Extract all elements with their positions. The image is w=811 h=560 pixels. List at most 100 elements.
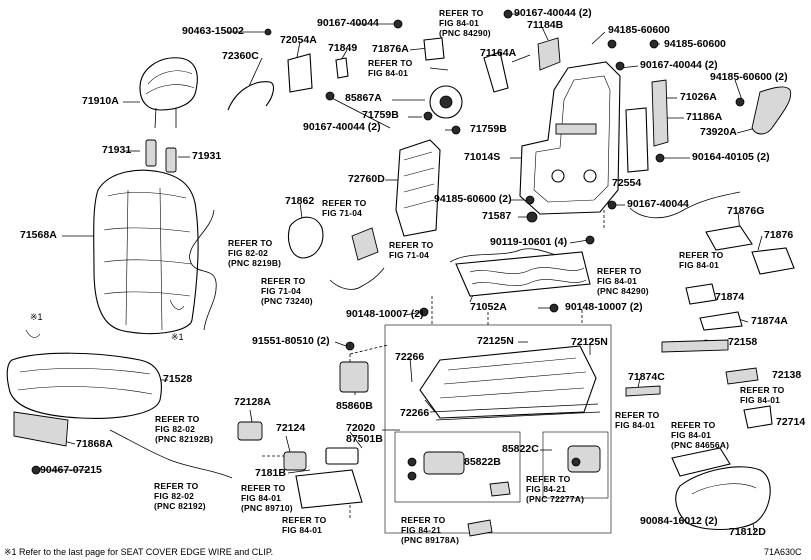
part-label-91551-80510-2: 91551-80510 (2) bbox=[252, 335, 330, 347]
part-label-72266-b: 72266 bbox=[400, 407, 430, 419]
part-label-72158: 72158 bbox=[728, 336, 758, 348]
part-label-87501b: 87501B bbox=[346, 433, 383, 445]
part-label-72020: 72020 bbox=[346, 422, 376, 434]
refer-to-fig-71-04-b[interactable]: REFER TO FIG 71-04 bbox=[389, 240, 434, 260]
part-label-72360c: 72360C bbox=[222, 50, 259, 62]
part-label-72760d: 72760D bbox=[348, 173, 385, 185]
part-label-90167-40044-2c: 90167-40044 (2) bbox=[303, 121, 381, 133]
part-label-90084-16012-2: 90084-16012 (2) bbox=[640, 515, 718, 527]
upper-bracket bbox=[537, 37, 561, 71]
part-label-71184b: 71184B bbox=[527, 19, 564, 31]
side-frame-trim bbox=[483, 51, 509, 93]
part-label-72125n-b: 72125N bbox=[571, 336, 608, 348]
headrest-guides bbox=[145, 139, 177, 173]
footer-note: ※1 Refer to the last page for SEAT COVER… bbox=[4, 547, 274, 557]
diagram-code: 71A630C bbox=[764, 547, 802, 557]
part-label-90463-15002: 90463-15002 bbox=[182, 25, 244, 37]
side-panel bbox=[625, 107, 649, 173]
part-label-71568a: 71568A bbox=[20, 229, 57, 241]
seat-cushion-cover bbox=[6, 352, 162, 447]
lifter-motor bbox=[567, 445, 601, 473]
part-label-71931-a: 71931 bbox=[102, 144, 132, 156]
part-label-71759b-a: 71759B bbox=[362, 109, 399, 121]
refer-to-fig-82-02-pnc-8219b[interactable]: REFER TO FIG 82-02 (PNC 8219B) bbox=[228, 238, 282, 268]
refer-to-fig-84-01-c[interactable]: REFER TO FIG 84-01 bbox=[740, 385, 785, 405]
refer-to-fig-84-21-pnc-89178a[interactable]: REFER TO FIG 84-21 (PNC 89178A) bbox=[401, 515, 460, 545]
refer-to-fig-84-01-pnc-89710[interactable]: REFER TO FIG 84-01 (PNC 89710) bbox=[241, 483, 293, 513]
part-label-71874c: 71874C bbox=[628, 371, 665, 383]
part-label-90167-40044-2a: 90167-40044 (2) bbox=[514, 7, 592, 19]
headrest bbox=[139, 57, 198, 129]
slide-motor bbox=[407, 451, 465, 481]
refer-to-fig-84-21-pnc-72277a[interactable]: REFER TO FIG 84-21 (PNC 72277A) bbox=[526, 474, 585, 504]
lumbar-support bbox=[395, 85, 463, 237]
part-label-94185-60600-2: 94185-60600 (2) bbox=[710, 71, 788, 83]
seat-spring-assembly bbox=[455, 251, 591, 297]
part-label-72554: 72554 bbox=[612, 177, 642, 189]
part-label-90467-07215: 90467-07215 bbox=[40, 464, 102, 476]
part-label-94185-60600-b: 94185-60600 bbox=[664, 38, 726, 50]
refer-to-fig-82-02-pnc-82192[interactable]: REFER TO FIG 82-02 (PNC 82192) bbox=[154, 481, 206, 511]
belt-guide bbox=[751, 86, 792, 135]
part-label-72124: 72124 bbox=[276, 422, 306, 434]
refer-to-fig-71-04-a[interactable]: REFER TO FIG 71-04 bbox=[322, 198, 367, 218]
part-label-85822c: 85822C bbox=[502, 443, 539, 455]
part-label-71868a: 71868A bbox=[76, 438, 113, 450]
part-label-85822b: 85822B bbox=[464, 456, 501, 468]
part-label-71759b-b: 71759B bbox=[470, 123, 507, 135]
part-label-71587: 71587 bbox=[482, 210, 512, 222]
part-label-7181b: 7181B bbox=[255, 467, 286, 479]
refer-to-fig-84-01-a[interactable]: REFER TO FIG 84-01 bbox=[368, 58, 413, 78]
bezel bbox=[423, 37, 445, 61]
refer-to-fig-84-01-pnc-84656a[interactable]: REFER TO FIG 84-01 (PNC 84656A) bbox=[671, 420, 730, 450]
part-label-71026a: 71026A bbox=[680, 91, 717, 103]
clip-marker-2: ※1 bbox=[171, 332, 184, 342]
part-label-71874a: 71874A bbox=[751, 315, 788, 327]
seatback-frame bbox=[519, 61, 621, 215]
clip-hook-2 bbox=[25, 329, 41, 338]
side-airbag bbox=[651, 79, 669, 147]
refer-to-fig-84-01-e[interactable]: REFER TO FIG 84-01 bbox=[282, 515, 327, 535]
part-label-71876: 71876 bbox=[764, 229, 794, 241]
refer-to-fig-84-01-pnc-84290-b[interactable]: REFER TO FIG 84-01 (PNC 84290) bbox=[597, 266, 649, 296]
part-label-90119-10601-4: 90119-10601 (4) bbox=[490, 236, 568, 248]
refer-to-fig-82-02-pnc-82192b[interactable]: REFER TO FIG 82-02 (PNC 82192B) bbox=[155, 414, 214, 444]
right-brackets bbox=[625, 225, 795, 477]
refer-to-fig-71-04-pnc-73240[interactable]: REFER TO FIG 71-04 (PNC 73240) bbox=[261, 276, 313, 306]
part-label-72054a: 72054A bbox=[280, 34, 317, 46]
part-label-71849: 71849 bbox=[328, 42, 358, 54]
switch-knob bbox=[351, 227, 379, 261]
part-label-71014s: 71014S bbox=[464, 151, 501, 163]
hinge-plate bbox=[287, 53, 313, 93]
refer-to-fig-84-01-pnc-84290[interactable]: REFER TO FIG 84-01 (PNC 84290) bbox=[439, 8, 491, 38]
refer-to-fig-84-01-d[interactable]: REFER TO FIG 84-01 bbox=[615, 410, 660, 430]
part-label-90167-40044-a: 90167-40044 bbox=[317, 17, 379, 29]
clip-hook-1 bbox=[169, 299, 185, 310]
part-label-73920a: 73920A bbox=[700, 126, 737, 138]
small-clip bbox=[335, 57, 349, 79]
part-label-71164a: 71164A bbox=[480, 47, 517, 59]
lower-harness-parts bbox=[237, 361, 511, 537]
motor-subassembly-box bbox=[394, 431, 521, 503]
seat-side-shield-detail bbox=[691, 483, 757, 495]
part-label-71931-b: 71931 bbox=[192, 150, 222, 162]
part-label-71910a: 71910A bbox=[82, 95, 119, 107]
part-label-71052a: 71052A bbox=[470, 301, 507, 313]
part-label-94185-60600-a: 94185-60600 bbox=[608, 24, 670, 36]
motor-subassembly-box-2 bbox=[542, 431, 609, 499]
part-label-85860b: 85860B bbox=[336, 400, 373, 412]
part-label-71812d: 71812D bbox=[729, 526, 766, 538]
part-label-71876a: 71876A bbox=[372, 43, 409, 55]
part-label-72128a: 72128A bbox=[234, 396, 271, 408]
refer-to-fig-84-01-b[interactable]: REFER TO FIG 84-01 bbox=[679, 250, 724, 270]
side-cover bbox=[287, 216, 324, 259]
part-label-71186a: 71186A bbox=[686, 111, 723, 123]
part-label-90167-40044-b: 90167-40044 bbox=[627, 198, 689, 210]
part-label-90148-10007-2a: 90148-10007 (2) bbox=[346, 308, 424, 320]
part-label-90164-40105-2: 90164-40105 (2) bbox=[692, 151, 770, 163]
part-label-71862: 71862 bbox=[285, 195, 315, 207]
part-label-71876g: 71876G bbox=[727, 205, 765, 217]
part-label-94185-60600-2b: 94185-60600 (2) bbox=[434, 193, 512, 205]
